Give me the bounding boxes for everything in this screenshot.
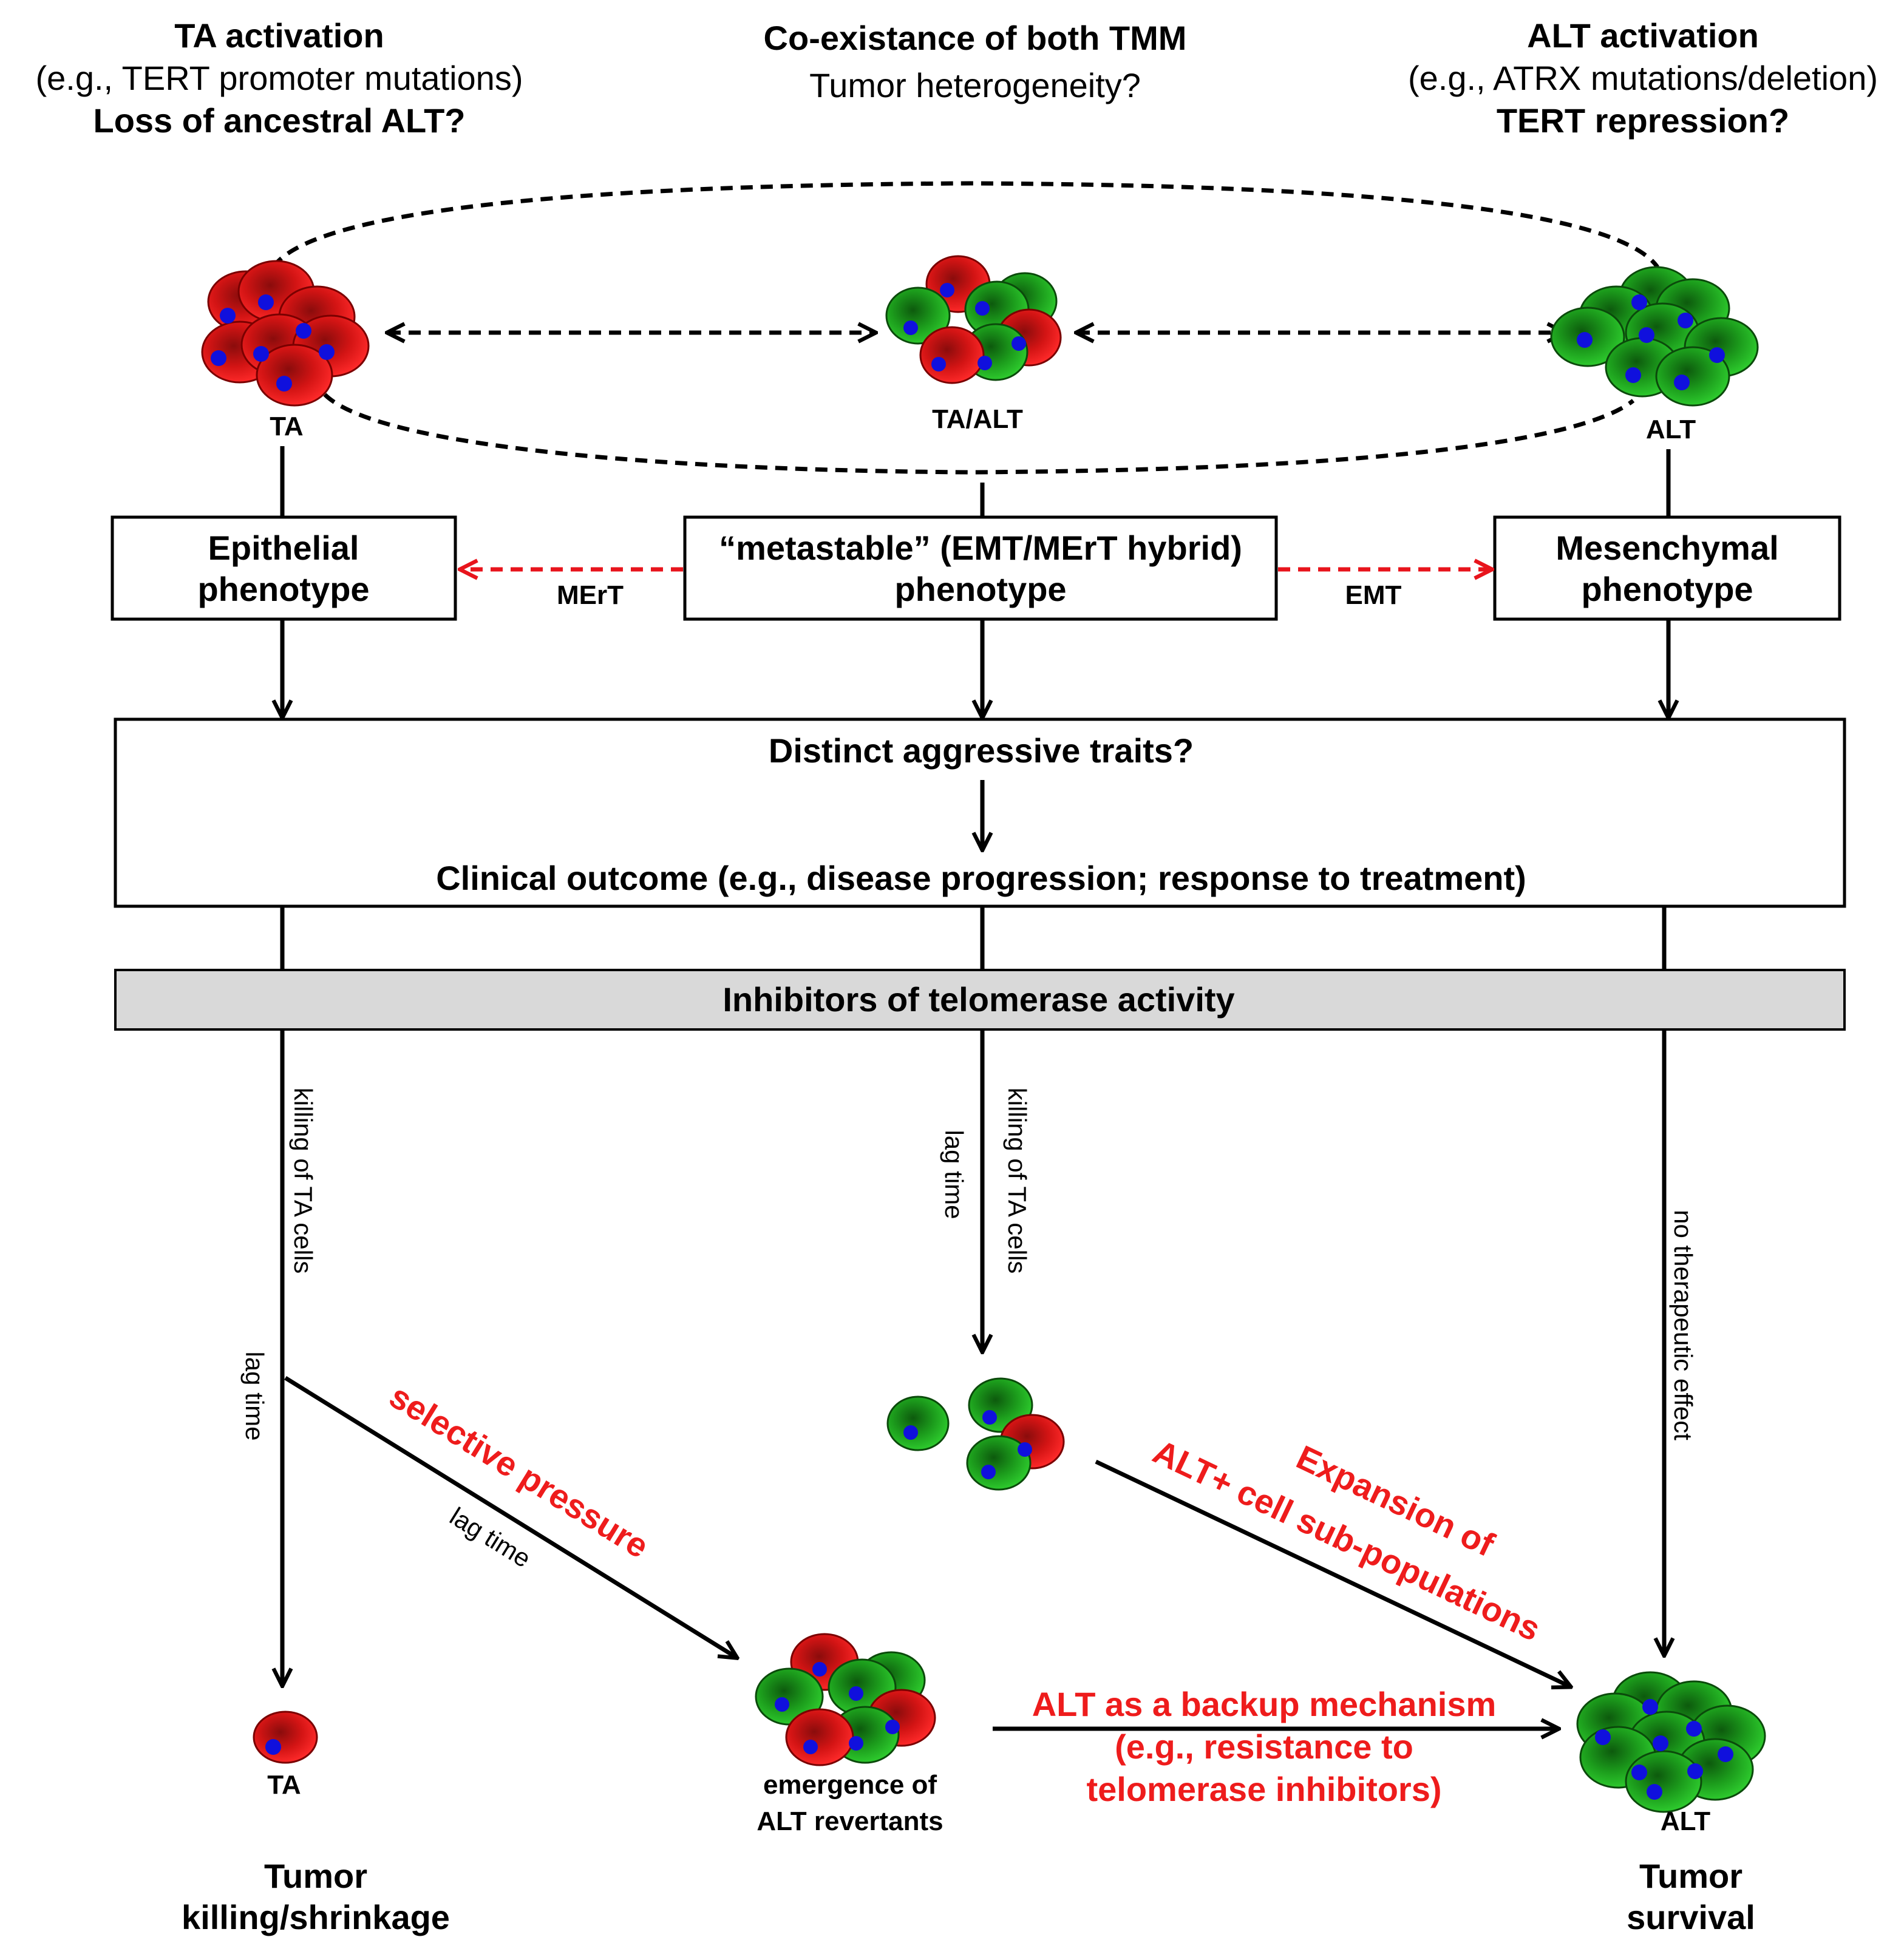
mixed-cell-cluster-top [885, 255, 1062, 384]
backup-label-line1: ALT as a backup mechanism [1032, 1685, 1497, 1723]
clinical-outcome-box: Distinct aggressive traits? Clinical out… [114, 717, 1846, 908]
mesenchymal-phenotype-box: Mesenchymal phenotype [1493, 515, 1841, 621]
header-center-question: Tumor heterogeneity? [809, 66, 1141, 104]
metastable-phenotype-box: “metastable” (EMT/MErT hybrid) phenotype [683, 515, 1278, 621]
mixed-cluster-label: TA/ALT [932, 404, 1023, 434]
ta-bottom-label: TA [267, 1770, 301, 1800]
header-left-question: Loss of ancestral ALT? [93, 101, 466, 140]
outcome-right-line2: survival [1627, 1898, 1755, 1936]
outcome-left-line2: killing/shrinkage [182, 1898, 450, 1936]
center-lag-label: lag time [940, 1130, 968, 1219]
revertants-label-line2: ALT revertants [756, 1806, 943, 1836]
mesenchymal-label-line1: Mesenchymal [1555, 529, 1778, 567]
header-right: ALT activation (e.g., ATRX mutations/del… [1408, 16, 1878, 140]
epithelial-phenotype-box: Epithelial phenotype [110, 515, 457, 621]
alt-bottom-label: ALT [1661, 1806, 1710, 1836]
clinical-outcome-text: Clinical outcome (e.g., disease progress… [436, 859, 1526, 897]
revertant-cell-cluster [755, 1633, 936, 1766]
center-killing-label: killing of TA cells [1003, 1088, 1032, 1274]
ta-cell-bottom [253, 1711, 318, 1764]
alt-cell-cluster-top [1550, 266, 1759, 407]
mert-label: MErT [557, 580, 624, 610]
mesenchymal-label-line2: phenotype [1581, 570, 1753, 608]
left-killing-label: killing of TA cells [289, 1088, 318, 1274]
backup-label-line2: (e.g., resistance to [1115, 1728, 1413, 1766]
alt-cluster-label: ALT [1646, 415, 1696, 444]
expansion-arrow [1095, 1459, 1569, 1686]
inhibitor-bar: Inhibitors of telomerase activity [114, 969, 1846, 1031]
header-left-subtitle: (e.g., TERT promoter mutations) [36, 59, 523, 97]
epithelial-label-line1: Epithelial [208, 529, 359, 567]
residual-cell-cluster [886, 1377, 1065, 1491]
revertants-label-line1: emergence of [763, 1770, 937, 1800]
emt-label: EMT [1345, 580, 1402, 610]
header-right-subtitle: (e.g., ATRX mutations/deletion) [1408, 59, 1878, 97]
backup-label-line3: telomerase inhibitors) [1086, 1770, 1441, 1808]
metastable-label-line1: “metastable” (EMT/MErT hybrid) [719, 529, 1242, 567]
outcome-left-line1: Tumor [264, 1857, 367, 1895]
right-no-effect-label: no therapeutic effect [1669, 1210, 1698, 1440]
header-right-question: TERT repression? [1497, 101, 1789, 140]
header-center: Co-existance of both TMM Tumor heterogen… [764, 19, 1187, 104]
left-lag-label: lag time [240, 1351, 269, 1440]
alt-cell-cluster-bottom [1576, 1671, 1766, 1813]
ta-cluster-label: TA [270, 412, 303, 441]
inhibitor-bar-label: Inhibitors of telomerase activity [722, 980, 1234, 1019]
header-left-title: TA activation [174, 16, 384, 55]
ta-cell-cluster-top [201, 260, 370, 407]
diagonal-lag-label: lag time [445, 1502, 536, 1573]
metastable-label-line2: phenotype [894, 570, 1066, 608]
header-center-title: Co-existance of both TMM [764, 19, 1187, 57]
heterogeneity-loop-bottom [323, 393, 1635, 475]
heterogeneity-loop-top [271, 181, 1659, 269]
header-right-title: ALT activation [1527, 16, 1759, 55]
selective-pressure-label: selective pressure [383, 1377, 656, 1565]
aggressive-traits-text: Distinct aggressive traits? [769, 731, 1194, 770]
selective-pressure-arrow [284, 1376, 736, 1657]
epithelial-label-line2: phenotype [197, 570, 369, 608]
header-left: TA activation (e.g., TERT promoter mutat… [36, 16, 523, 140]
outcome-right-line1: Tumor [1639, 1857, 1742, 1895]
